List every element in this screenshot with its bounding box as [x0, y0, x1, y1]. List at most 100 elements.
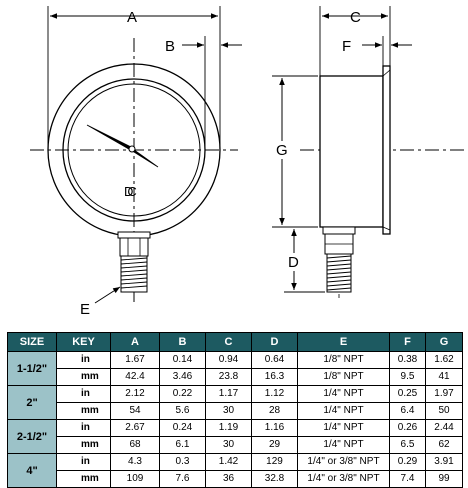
value-a: 2.12 [110, 385, 160, 403]
side-threaded-stem [326, 253, 352, 293]
side-bezel-edge-top [382, 69, 391, 77]
gauge-dimension-drawing: DC A B E [30, 6, 466, 318]
dimension-b-label: B [165, 38, 175, 55]
value-g: 3.91 [425, 453, 463, 471]
value-d: 16.3 [251, 368, 298, 386]
value-c: 23.8 [205, 368, 252, 386]
value-a: 4.3 [110, 453, 160, 471]
unit-cell: mm [56, 436, 111, 454]
header-size: SIZE [7, 332, 57, 352]
dimension-f-label: F [342, 38, 351, 55]
table-row: 2" in 2.12 0.22 1.17 1.12 1/4" NPT 0.25 … [7, 385, 463, 420]
size-cell: 2-1/2" [7, 419, 57, 454]
header-e: E [297, 332, 390, 352]
table-row: mm 109 7.6 36 32.8 1/4" or 3/8" NPT 7.4 … [8, 470, 463, 488]
header-c: C [205, 332, 252, 352]
value-e: 1/4" or 3/8" NPT [297, 470, 390, 488]
header-b: B [159, 332, 206, 352]
value-f: 0.29 [389, 453, 426, 471]
value-g: 99 [425, 470, 463, 488]
value-c: 1.42 [205, 453, 252, 471]
value-a: 54 [110, 402, 160, 420]
dimension-g-label-gap [274, 141, 290, 159]
callout-e-label: E [80, 301, 90, 318]
value-e: 1/8" NPT [297, 351, 390, 369]
value-c: 30 [205, 402, 252, 420]
value-c: 36 [205, 470, 252, 488]
dimension-d-label-gap [286, 253, 302, 271]
callout-e-leader [94, 286, 121, 304]
value-b: 0.22 [159, 385, 206, 403]
header-g: G [425, 332, 463, 352]
value-c: 0.94 [205, 351, 252, 369]
value-a: 68 [110, 436, 160, 454]
size-cell: 2" [7, 385, 57, 420]
value-e: 1/4" NPT [297, 402, 390, 420]
header-key: KEY [56, 332, 111, 352]
table-row: mm 42.4 3.46 23.8 16.3 1/8" NPT 9.5 41 [8, 368, 463, 386]
value-b: 0.24 [159, 419, 206, 437]
table-row: mm 54 5.6 30 28 1/4" NPT 6.4 50 [8, 402, 463, 420]
value-f: 6.5 [389, 436, 426, 454]
side-case-body [319, 75, 384, 228]
value-d: 1.12 [251, 385, 298, 403]
table-row: 4" in 4.3 0.3 1.42 129 1/4" or 3/8" NPT … [7, 453, 463, 488]
value-d: 129 [251, 453, 298, 471]
value-b: 6.1 [159, 436, 206, 454]
value-e: 1/4" NPT [297, 385, 390, 403]
value-f: 9.5 [389, 368, 426, 386]
unit-cell: in [56, 419, 111, 437]
dimension-a-label: A [127, 9, 137, 26]
value-g: 41 [425, 368, 463, 386]
value-e: 1/4" NPT [297, 436, 390, 454]
unit-cell: in [56, 351, 111, 369]
value-g: 1.62 [425, 351, 463, 369]
value-g: 1.97 [425, 385, 463, 403]
table-row: 1-1/2" in 1.67 0.14 0.94 0.64 1/8" NPT 0… [7, 351, 463, 386]
size-cell: 4" [7, 453, 57, 488]
gauge-side-view: C F G D [272, 6, 466, 298]
side-case-bezel [382, 65, 391, 235]
value-b: 0.14 [159, 351, 206, 369]
unit-cell: in [56, 453, 111, 471]
value-d: 0.64 [251, 351, 298, 369]
value-d: 32.8 [251, 470, 298, 488]
value-e: 1/4" or 3/8" NPT [297, 453, 390, 471]
value-f: 7.4 [389, 470, 426, 488]
unit-cell: mm [56, 368, 111, 386]
side-socket [322, 226, 356, 255]
value-g: 50 [425, 402, 463, 420]
unit-cell: in [56, 385, 111, 403]
header-a: A [110, 332, 160, 352]
socket-wrench-flats [117, 231, 151, 257]
value-a: 2.67 [110, 419, 160, 437]
dial-mark: DC [124, 184, 136, 199]
value-d: 29 [251, 436, 298, 454]
value-a: 1.67 [110, 351, 160, 369]
header-f: F [389, 332, 426, 352]
table-header-row: SIZE KEY A B C D E F G [7, 332, 463, 352]
value-c: 1.17 [205, 385, 252, 403]
dimensions-table: SIZE KEY A B C D E F G 1-1/2" in 1.67 0.… [7, 332, 463, 488]
value-c: 30 [205, 436, 252, 454]
value-d: 28 [251, 402, 298, 420]
value-a: 42.4 [110, 368, 160, 386]
value-f: 0.38 [389, 351, 426, 369]
gauge-front-view: DC A B E [30, 6, 242, 318]
header-d: D [251, 332, 298, 352]
table-row: 2-1/2" in 2.67 0.24 1.19 1.16 1/4" NPT 0… [7, 419, 463, 454]
dimension-g-label: G [276, 142, 288, 159]
value-b: 7.6 [159, 470, 206, 488]
unit-cell: mm [56, 402, 111, 420]
value-g: 62 [425, 436, 463, 454]
value-b: 5.6 [159, 402, 206, 420]
table-row: mm 68 6.1 30 29 1/4" NPT 6.5 62 [8, 436, 463, 454]
gauge-pointer-hub [128, 145, 136, 153]
value-a: 109 [110, 470, 160, 488]
gauge-pointer-needle [86, 124, 159, 168]
unit-cell: mm [56, 470, 111, 488]
value-e: 1/4" NPT [297, 419, 390, 437]
value-f: 0.26 [389, 419, 426, 437]
dimension-c-label: C [350, 9, 361, 26]
value-c: 1.19 [205, 419, 252, 437]
